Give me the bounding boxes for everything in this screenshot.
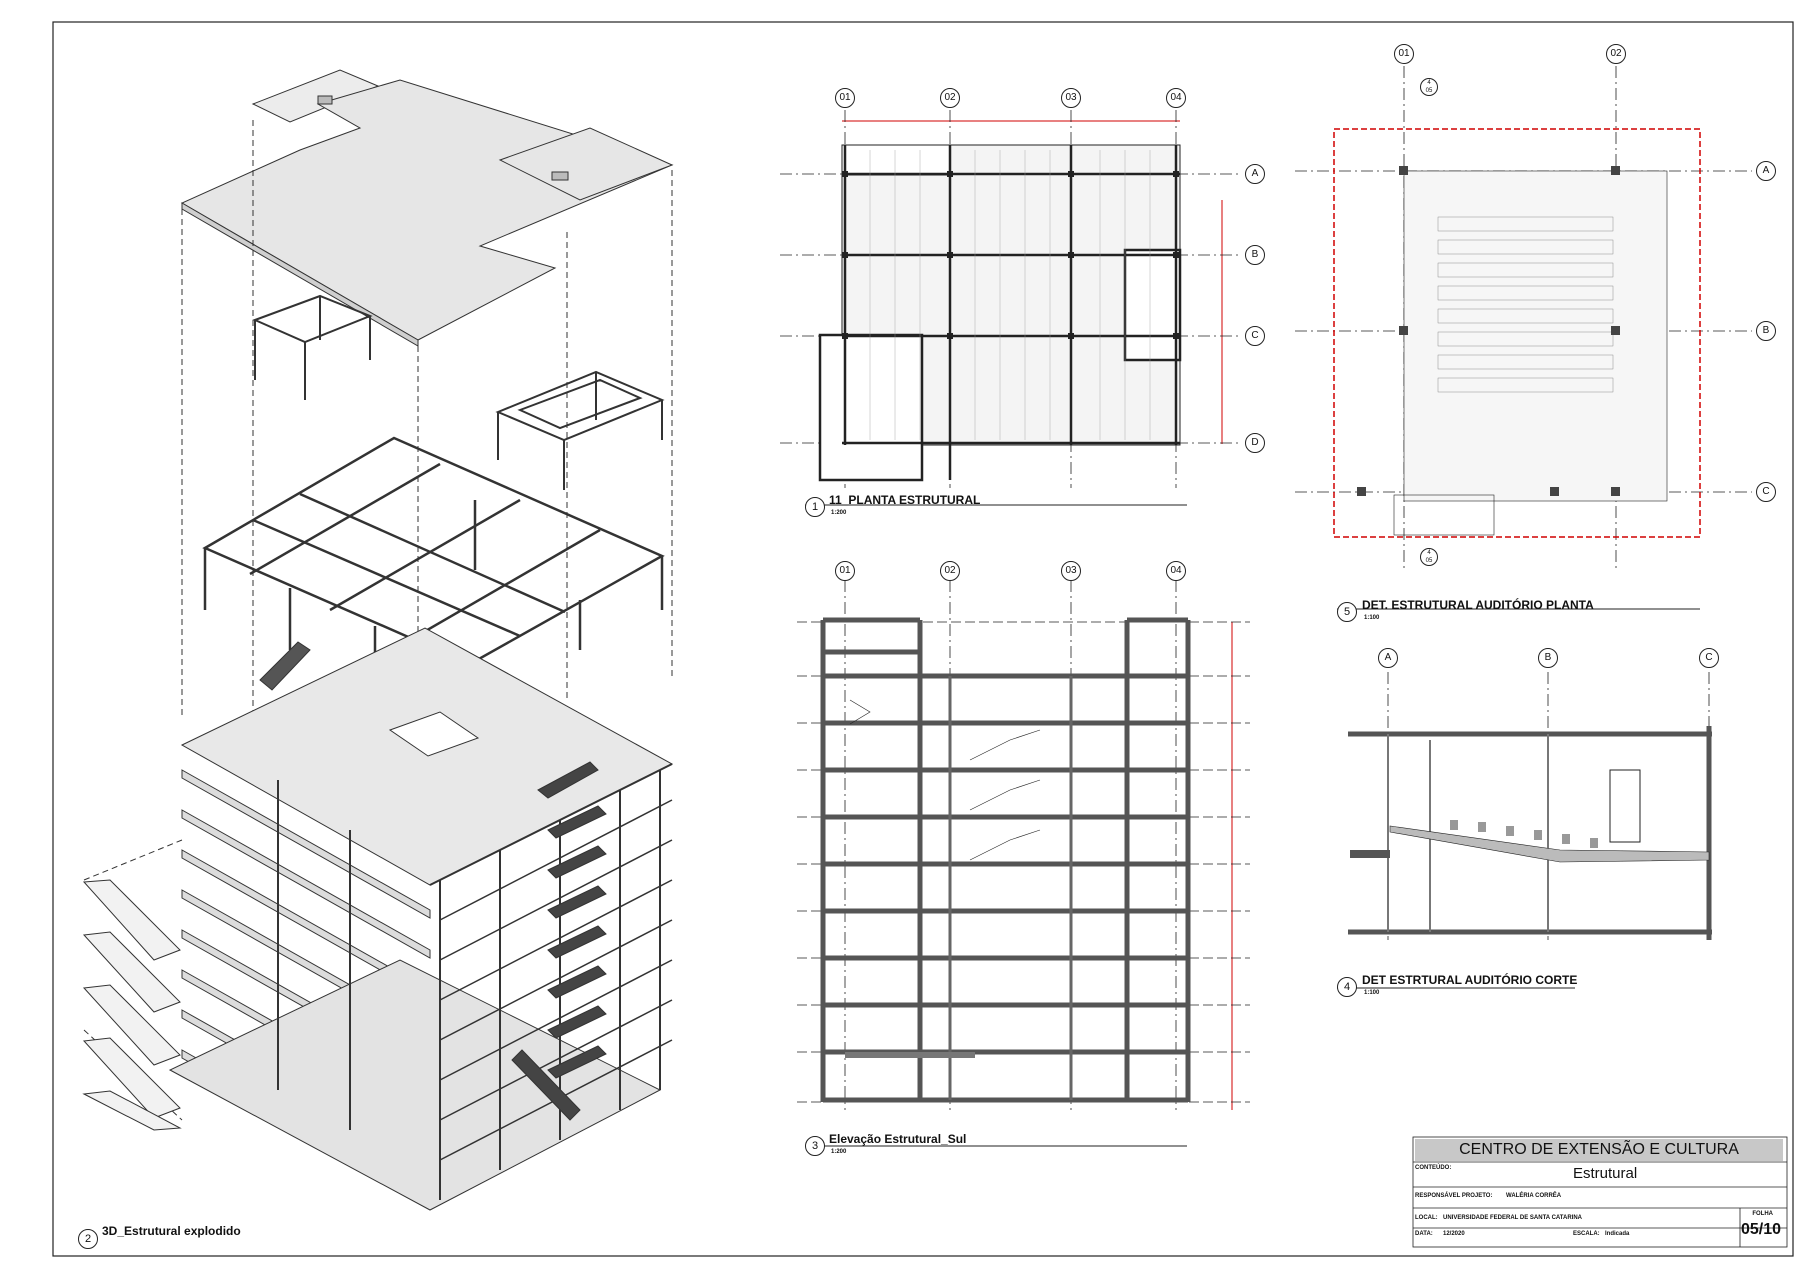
date-value: 12/2020	[1443, 1231, 1465, 1237]
view-number-2: 2	[78, 1229, 98, 1249]
view-scale-1: 1:200	[831, 510, 847, 516]
grid-bubble-02: 02	[1606, 44, 1626, 64]
grid-bubble-03: 03	[1061, 88, 1081, 108]
grid-bubble-A: A	[1245, 164, 1265, 184]
grid-bubble-02: 02	[940, 561, 960, 581]
view-title-5: DET. ESTRUTURAL AUDITÓRIO PLANTA	[1362, 598, 1594, 612]
view-scale-3: 1:200	[831, 1149, 847, 1155]
grid-bubble-03: 03	[1061, 561, 1081, 581]
grid-bubble-C: C	[1756, 482, 1776, 502]
grid-bubble-01: 01	[835, 561, 855, 581]
exploded-3d-view	[82, 69, 674, 1211]
grid-bubble-A: A	[1378, 648, 1398, 668]
view-scale-4: 1:100	[1364, 990, 1380, 996]
auditorium-plan-view	[1295, 66, 1752, 610]
grid-bubble-A: A	[1756, 161, 1776, 181]
title-block-frame	[1412, 1136, 1788, 1248]
location-label: LOCAL:	[1415, 1215, 1438, 1221]
grid-bubble-C: C	[1245, 326, 1265, 346]
responsible-value: WALÉRIA CORRÊA	[1506, 1193, 1562, 1199]
project-title: CENTRO DE EXTENSÃO E CULTURA	[1415, 1139, 1783, 1161]
grid-bubble-C: C	[1699, 648, 1719, 668]
date-label: DATA:	[1415, 1231, 1433, 1237]
title-block: CENTRO DE EXTENSÃO E CULTURA CONTEÚDO: E…	[1413, 1137, 1787, 1247]
scale-value: Indicada	[1605, 1231, 1630, 1237]
grid-bubble-01: 01	[1394, 44, 1414, 64]
view-number-5: 5	[1337, 602, 1357, 622]
sheet-number: 05/10	[1740, 1221, 1781, 1238]
structural-elevation-view	[797, 580, 1250, 1147]
view-scale-5: 1:100	[1364, 615, 1380, 621]
grid-bubble-04: 04	[1166, 561, 1186, 581]
content-value: Estrutural	[1573, 1165, 1638, 1182]
grid-bubble-B: B	[1245, 245, 1265, 265]
grid-bubble-04: 04	[1166, 88, 1186, 108]
view-number-3: 3	[805, 1136, 825, 1156]
content-label: CONTEÚDO:	[1415, 1165, 1452, 1171]
auditorium-section-view	[1337, 672, 1712, 989]
view-title-4: DET ESTRTURAL AUDITÓRIO CORTE	[1362, 973, 1578, 987]
grid-bubble-02: 02	[940, 88, 960, 108]
grid-bubble-B: B	[1538, 648, 1558, 668]
responsible-label: RESPONSÁVEL PROJETO:	[1415, 1193, 1493, 1199]
view-title-1: 11_PLANTA ESTRUTURAL	[829, 493, 981, 507]
grid-bubble-D: D	[1245, 433, 1265, 453]
grid-bubble-01: 01	[835, 88, 855, 108]
view-number-1: 1	[805, 497, 825, 517]
sheet-label: FOLHA	[1752, 1211, 1773, 1217]
view-title-2: 3D_Estrutural explodido	[102, 1224, 241, 1238]
scale-label: ESCALA:	[1573, 1231, 1600, 1237]
location-value: UNIVERSIDADE FEDERAL DE SANTA CATARINA	[1443, 1215, 1583, 1221]
view-title-3: Elevação Estrutural_Sul	[829, 1132, 967, 1146]
structural-plan-view	[780, 110, 1240, 506]
grid-bubble-B: B	[1756, 321, 1776, 341]
view-number-4: 4	[1337, 977, 1357, 997]
